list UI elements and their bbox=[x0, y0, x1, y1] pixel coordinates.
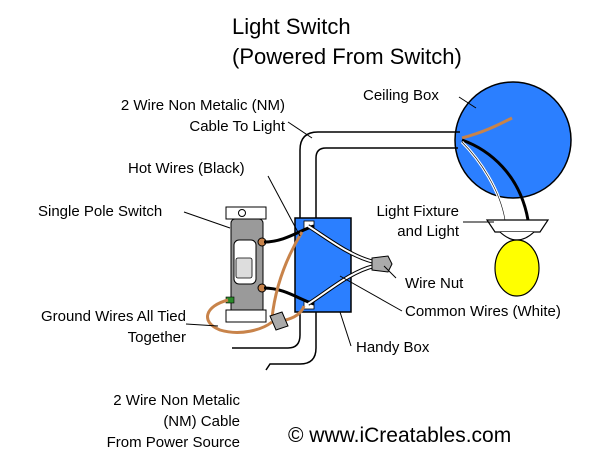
label-hot-wires: Hot Wires (Black) bbox=[128, 160, 245, 177]
label-ceiling-box: Ceiling Box bbox=[363, 87, 439, 104]
footer-copyright: © www.iCreatables.com bbox=[288, 424, 511, 447]
label-nm-cable-to-light-2: Cable To Light bbox=[189, 118, 285, 135]
label-nm-cable-power-2: (NM) Cable bbox=[163, 413, 240, 430]
label-nm-cable-to-light-1: 2 Wire Non Metalic (NM) bbox=[121, 97, 285, 114]
light-bulb bbox=[494, 239, 540, 297]
label-light-fixture-2: and Light bbox=[397, 223, 460, 240]
label-ground-wires-1: Ground Wires All Tied bbox=[41, 308, 186, 325]
label-common-wires: Common Wires (White) bbox=[405, 303, 561, 320]
label-wire-nut: Wire Nut bbox=[405, 275, 464, 292]
ground-wire-nut bbox=[269, 311, 289, 331]
common-wires bbox=[306, 224, 375, 306]
label-nm-cable-power-3: From Power Source bbox=[107, 434, 240, 451]
label-handy-box: Handy Box bbox=[356, 339, 430, 356]
label-light-fixture-1: Light Fixture bbox=[376, 203, 459, 220]
handy-box bbox=[294, 217, 352, 313]
label-single-pole-switch: Single Pole Switch bbox=[38, 203, 162, 220]
nm-cable-from-power bbox=[232, 312, 317, 371]
label-nm-cable-power-1: 2 Wire Non Metalic bbox=[113, 392, 240, 409]
ceiling-box-wires bbox=[460, 116, 530, 221]
wire-nut bbox=[371, 255, 393, 273]
leader-lines bbox=[183, 96, 494, 347]
label-ground-wires-2: Together bbox=[128, 329, 186, 346]
title-line-1: Light Switch bbox=[232, 14, 351, 39]
nm-cable-to-light bbox=[299, 131, 460, 218]
single-pole-switch bbox=[225, 206, 267, 323]
title-line-2: (Powered From Switch) bbox=[232, 44, 462, 69]
